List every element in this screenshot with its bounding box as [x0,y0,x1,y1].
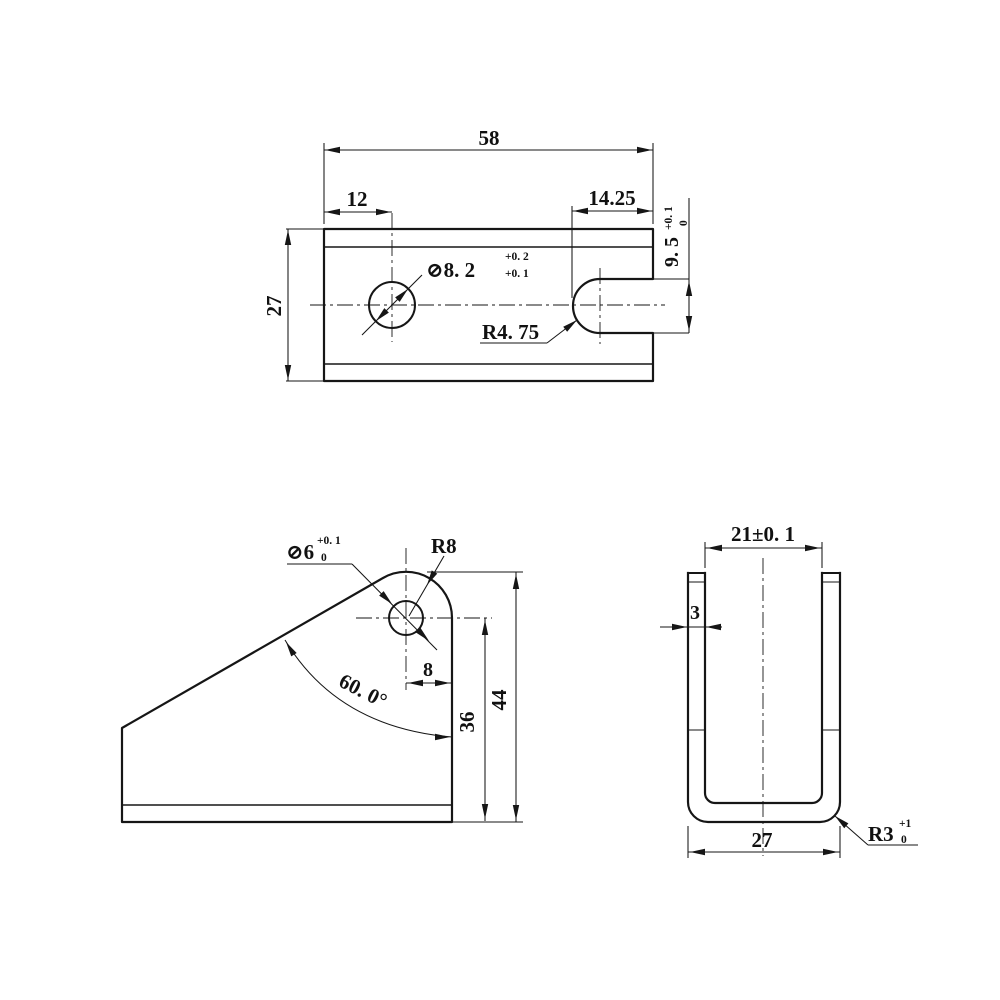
arrowhead [408,679,423,687]
arrowhead [284,230,292,245]
dim-front-outer-width-label: 27 [752,828,773,852]
arrowhead [823,848,838,856]
dim-side-slope-angle-label: 60. 0° [335,669,391,713]
callout-top-hole-diameter-tol-lower: +0. 1 [505,268,529,280]
dim-side-hole-height-label: 36 [455,712,479,733]
callout-side-hole-diameter: ⊘6 +0. 1 0 [286,535,438,651]
callout-top-hole-diameter: ⊘8. 2 +0. 2 +0. 1 [361,251,529,336]
dim-side-hole-height: 36 [455,618,489,821]
callout-side-corner-radius: R8 [408,534,457,617]
dim-top-slot-width-label: 9. 5 [661,237,683,267]
arrowhead [481,804,489,819]
arrowhead [690,848,705,856]
dim-side-overall-height-label: 44 [487,689,511,711]
arrowhead [376,208,391,216]
arrowhead [325,208,340,216]
dim-front-inner-width: 21±0. 1 [704,522,823,568]
callout-front-bend-radius-label: R3 [868,822,894,846]
dim-top-hole-offset: 12 [324,187,392,216]
dim-side-slope-angle: 60. 0° [283,639,453,741]
front-view-outer-profile [686,571,842,824]
arrowhead [283,640,297,657]
callout-top-slot-radius-label: R4. 75 [482,320,539,344]
arrowhead [379,591,395,607]
callout-top-hole-diameter-label: ⊘8. 2 [426,258,475,282]
callout-side-hole-diameter-label: ⊘6 [286,540,314,564]
dim-top-overall-width: 58 [323,126,654,224]
arrowhead [284,365,292,380]
dim-top-slot-length-label: 14.25 [588,186,635,210]
arrowhead [706,623,721,631]
arrowhead [395,286,411,302]
callout-front-bend-radius-tol-lower: 0 [901,834,907,846]
dim-top-overall-width-label: 58 [479,126,500,150]
dim-side-hole-to-edge-label: 8 [423,659,433,681]
dim-front-outer-width: 27 [687,826,841,858]
arrowhead [435,679,450,687]
callout-front-bend-radius: R3 +1 0 [832,813,918,846]
dim-side-hole-to-edge: 8 [406,659,452,687]
leader-line [361,274,423,336]
arrowhead [512,574,520,589]
leader-line [408,555,445,617]
arrowhead [512,805,520,820]
arrowhead [416,628,432,644]
dim-top-plate-depth-label: 27 [262,296,286,317]
dim-front-inner-width-label: 21±0. 1 [731,522,795,546]
dim-side-overall-height: 44 [427,571,523,823]
dim-front-wall-thickness: 3 [660,602,722,631]
callout-top-hole-diameter-tol-upper: +0. 2 [505,251,529,263]
arrowhead [481,620,489,635]
arrowhead [637,207,652,215]
arrowhead [707,544,722,552]
arrowhead [685,281,693,296]
front-view: 21±0. 1 3 27 R3 +1 0 [660,522,918,858]
angle-arc [284,639,453,738]
arrowhead [573,207,588,215]
dim-top-hole-offset-label: 12 [347,187,368,211]
arrowhead [325,146,340,154]
dim-top-slot-width-tol-lower: 0 [678,220,690,226]
arrowhead [672,623,687,631]
callout-front-bend-radius-tol-upper: +1 [899,818,912,830]
callout-side-corner-radius-label: R8 [431,534,457,558]
dim-top-slot-width-tol-upper: +0. 1 [663,206,675,230]
callout-top-slot-radius: R4. 75 [480,317,579,344]
arrowhead [373,308,389,324]
arrowhead [637,146,652,154]
dim-top-plate-depth: 27 [262,228,324,382]
callout-side-hole-diameter-tol-upper: +0. 1 [317,535,341,547]
callout-side-hole-diameter-tol-lower: 0 [321,552,327,564]
arrowhead [685,316,693,331]
top-view: 58 12 14.25 27 [262,126,693,383]
side-view: ⊘6 +0. 1 0 R8 60. 0° 8 [120,534,523,824]
arrowhead [424,570,438,587]
arrowhead [435,733,450,741]
front-view-inner-profile [703,571,824,805]
arrowhead [805,544,820,552]
dim-top-slot-length: 14.25 [571,186,653,298]
dim-front-wall-thickness-label: 3 [690,602,700,624]
side-view-outline [120,570,454,824]
dim-top-slot-width: 9. 5 +0. 1 0 [661,198,693,333]
